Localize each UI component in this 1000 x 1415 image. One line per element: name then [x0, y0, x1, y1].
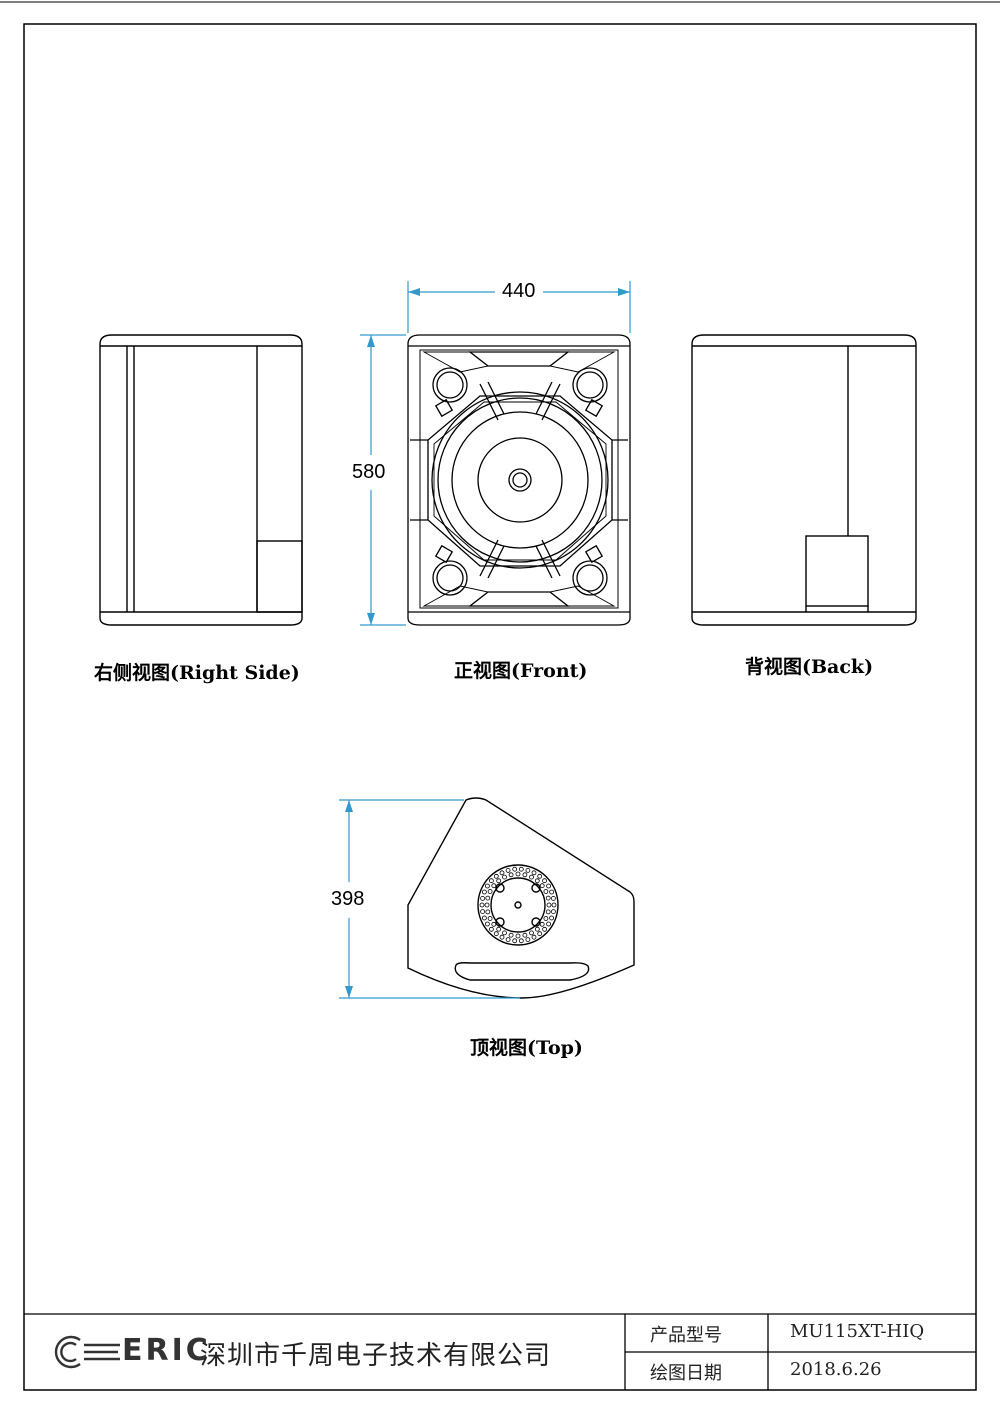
perforation-hole	[481, 889, 487, 895]
back-view-label: 背视图(Back)	[745, 656, 874, 678]
perforation-hole	[522, 872, 528, 878]
depth-dimension-label: 398	[331, 888, 365, 910]
perforation-hole	[537, 873, 543, 879]
perforation-hole	[505, 868, 511, 873]
perforation-hole	[484, 883, 490, 889]
perforation-hole	[515, 871, 521, 877]
perforation-hole	[522, 932, 528, 938]
perforation-hole	[531, 934, 537, 940]
model-value: MU115XT-HIQ	[790, 1321, 925, 1342]
perforation-hole	[542, 878, 547, 884]
perforation-hole	[485, 895, 491, 901]
perforation-hole	[518, 866, 524, 872]
perforation-hole	[518, 938, 524, 944]
perforation-hole	[549, 915, 554, 921]
perforation-hole	[502, 874, 507, 880]
perforation-hole	[546, 883, 551, 889]
company-name: 深圳市千周电子技术有限公司	[200, 1341, 552, 1371]
perforation-hole	[484, 902, 490, 908]
top-view-label: 顶视图(Top)	[470, 1037, 583, 1059]
perforation-hole	[499, 934, 505, 940]
perforation-hole	[551, 896, 556, 901]
perforation-hole	[496, 926, 502, 932]
perforation-hole	[549, 889, 554, 895]
perforation-hole	[480, 896, 486, 901]
perforation-hole	[499, 870, 505, 876]
perforation-hole	[480, 909, 486, 914]
perforation-hole	[505, 937, 511, 942]
date-label: 绘图日期	[650, 1363, 722, 1384]
date-value: 2018.6.26	[790, 1359, 882, 1380]
back-view	[691, 334, 917, 626]
perforation-hole	[491, 921, 497, 927]
height-dimension-label: 580	[352, 461, 386, 483]
perforation-hole	[543, 889, 549, 894]
width-dimension-label: 440	[502, 280, 536, 302]
perforation-hole	[515, 933, 521, 939]
top-view	[407, 797, 635, 999]
perforation-hole	[493, 873, 499, 879]
perforation-hole	[502, 930, 507, 936]
perforation-hole	[529, 874, 534, 880]
perforation-hole	[487, 916, 493, 921]
perforation-hole	[512, 866, 518, 872]
perforation-hole	[545, 895, 551, 901]
perforation-hole	[534, 926, 540, 932]
perforation-hole	[529, 930, 534, 936]
perforation-hole	[542, 926, 547, 932]
perforation-hole	[539, 883, 545, 889]
perforation-hole	[496, 878, 502, 884]
perforation-hole	[546, 902, 552, 908]
right-side-view-label: 右侧视图(Right Side)	[94, 662, 300, 684]
perforation-hole	[551, 909, 556, 914]
perforation-hole	[525, 937, 531, 942]
perforation-hole	[485, 909, 491, 915]
perforation-hole	[487, 889, 493, 894]
perforation-hole	[508, 872, 514, 878]
perforation-hole	[488, 878, 494, 884]
perforation-hole	[546, 921, 551, 927]
perforation-hole	[493, 931, 499, 937]
perforation-hole	[488, 926, 494, 932]
perforation-hole	[531, 870, 537, 876]
perforation-hole	[484, 921, 490, 927]
perforation-hole	[508, 932, 514, 938]
model-label: 产品型号	[650, 1325, 722, 1346]
perforation-hole	[512, 938, 518, 944]
perforation-hole	[479, 902, 485, 908]
perforation-hole	[491, 883, 497, 889]
right-side-view	[99, 334, 303, 626]
perforation-ring	[479, 866, 557, 944]
title-block-frame	[24, 1313, 976, 1390]
perforation-hole	[545, 909, 551, 915]
perforation-hole	[481, 915, 487, 921]
eric-logo-text: ERIC	[122, 1333, 211, 1368]
perforation-hole	[543, 916, 549, 921]
front-view	[407, 334, 631, 626]
eric-logo-mark	[54, 1335, 120, 1369]
perforation-hole	[551, 902, 557, 908]
dimension-lines	[339, 281, 631, 999]
sheet-border	[23, 23, 977, 1391]
perforation-hole	[525, 868, 531, 873]
perforation-hole	[537, 931, 543, 937]
perforation-hole	[534, 878, 540, 884]
front-view-label: 正视图(Front)	[454, 660, 588, 682]
perforation-hole	[539, 921, 545, 927]
